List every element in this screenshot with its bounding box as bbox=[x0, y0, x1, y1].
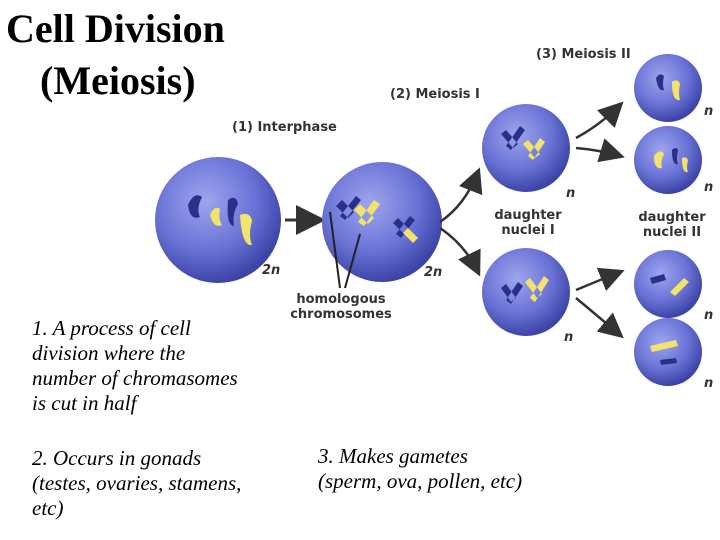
ploidy-label-daughter1a: n bbox=[566, 186, 576, 201]
chromosome-blue bbox=[501, 282, 523, 304]
meiosis2-arrow bbox=[575, 297, 624, 339]
ploidy-label-daughter2a: n bbox=[704, 104, 714, 119]
meiosis2-arrow bbox=[575, 138, 625, 163]
meiosis2-label: (3) Meiosis II bbox=[536, 47, 631, 62]
daughter-cell-1b bbox=[482, 248, 570, 336]
interphase-label: (1) Interphase bbox=[232, 120, 337, 135]
daughter-cell-2a bbox=[634, 54, 702, 122]
meiosis1-arrow-down bbox=[439, 226, 481, 277]
homologous-pointer bbox=[329, 211, 341, 289]
ploidy-label-interphase: 2n bbox=[262, 263, 281, 278]
daughter-cell-1a bbox=[482, 104, 570, 192]
daughter-nuclei-2-label: daughter nuclei II bbox=[634, 210, 710, 240]
page-subtitle: (Meiosis) bbox=[40, 58, 196, 103]
chromosome-yellow bbox=[403, 228, 418, 243]
daughter-nuclei-1-line2: nuclei I bbox=[501, 223, 555, 238]
daughter-cell-2c bbox=[634, 250, 702, 318]
note-1: 1. A process of cell division where the … bbox=[32, 316, 238, 415]
chromosome-blue bbox=[336, 196, 361, 220]
note-3: 3. Makes gametes (sperm, ova, pollen, et… bbox=[318, 444, 523, 493]
chromosome-blue bbox=[227, 197, 238, 226]
daughter-nuclei-2-line1: daughter bbox=[638, 210, 706, 225]
page-title: Cell Division bbox=[6, 6, 225, 51]
chromosome-blue bbox=[501, 126, 525, 150]
chromosome-blue bbox=[672, 148, 678, 165]
chromosome-yellow bbox=[654, 151, 664, 169]
chromosome-blue bbox=[393, 216, 415, 238]
daughter-cell-2d bbox=[634, 318, 702, 386]
daughter-nuclei-1-label: daughter nuclei I bbox=[492, 208, 564, 238]
chromosome-blue bbox=[188, 195, 202, 218]
ploidy-label-daughter1b: n bbox=[564, 330, 574, 345]
daughter-cell-2b bbox=[634, 126, 702, 194]
chromosome-yellow bbox=[354, 200, 380, 226]
meiosis1-arrow-up bbox=[439, 167, 483, 224]
chromosome-blue bbox=[650, 274, 666, 284]
chromosome-yellow bbox=[650, 340, 678, 352]
meiosis1-label: (2) Meiosis I bbox=[390, 87, 480, 102]
chromosome-yellow bbox=[240, 213, 252, 246]
daughter-nuclei-1-line1: daughter bbox=[494, 208, 562, 223]
meiosis2-arrow bbox=[575, 101, 624, 140]
ploidy-label-meiosis1: 2n bbox=[424, 265, 443, 280]
homologous-line1: homologous bbox=[296, 292, 386, 307]
chromosome-yellow bbox=[670, 278, 689, 296]
chromosome-blue bbox=[660, 358, 677, 365]
homologous-chromosomes-label: homologous chromosomes bbox=[286, 292, 396, 322]
meiosis1-cell bbox=[322, 162, 442, 282]
daughter-nuclei-2-line2: nuclei II bbox=[642, 225, 702, 240]
homologous-line2: chromosomes bbox=[290, 307, 392, 322]
note-2: 2. Occurs in gonads (testes, ovaries, st… bbox=[32, 446, 242, 520]
ploidy-label-daughter2d: n bbox=[704, 376, 714, 391]
interphase-cell bbox=[155, 157, 281, 283]
meiosis2-arrow bbox=[575, 267, 625, 292]
ploidy-label-daughter2c: n bbox=[704, 308, 714, 323]
chromosome-yellow bbox=[682, 157, 688, 173]
homologous-pointer bbox=[344, 233, 361, 289]
chromosome-yellow bbox=[672, 80, 680, 101]
chromosome-yellow bbox=[210, 207, 222, 226]
chromosome-blue bbox=[656, 74, 664, 91]
ploidy-label-daughter2b: n bbox=[704, 180, 714, 195]
chromosome-yellow bbox=[525, 276, 549, 302]
chromosome-yellow bbox=[523, 138, 545, 160]
